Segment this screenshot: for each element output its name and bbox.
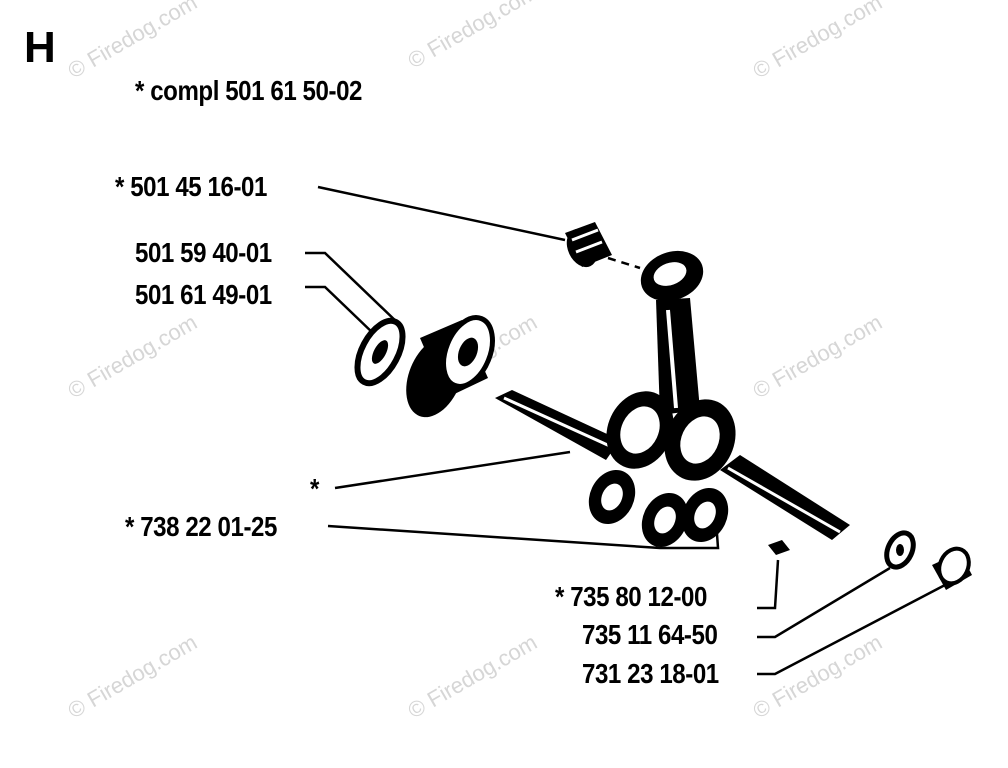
key-part [768, 540, 790, 555]
leader-line-nut [757, 583, 946, 676]
key-label: * 735 80 12-00 [555, 581, 707, 612]
nut-part [932, 546, 972, 590]
crankshaft-label: * [310, 473, 319, 504]
washer-part [354, 317, 406, 387]
leader-line-washer-small [757, 566, 891, 639]
leader-line-ball-bearing [305, 285, 376, 336]
leader-line-washer [305, 251, 401, 326]
ball-bearing-label: 501 61 49-01 [135, 279, 272, 310]
small-washer-part [884, 530, 916, 570]
crank-bearing-label: * 738 22 01-25 [125, 511, 277, 542]
nut-label: 731 23 18-01 [582, 658, 719, 689]
needle-bearing-label: * 501 45 16-01 [115, 171, 267, 202]
leader-line-bearing-needle-2 [607, 256, 641, 270]
crankshaft-part [495, 390, 850, 548]
leader-line-crankshaft [334, 450, 571, 490]
washer-label: 501 59 40-01 [135, 237, 272, 268]
needle-bearing-part [565, 222, 612, 268]
small-washer-label: 735 11 64-50 [582, 619, 718, 650]
connecting-rod-part [640, 250, 704, 415]
section-letter: H [24, 23, 56, 72]
ball-bearing-part [406, 315, 495, 418]
leader-line-key [757, 559, 780, 610]
assembly-label: * compl 501 61 50-02 [135, 75, 362, 106]
leader-line-bearing-needle [317, 185, 566, 242]
